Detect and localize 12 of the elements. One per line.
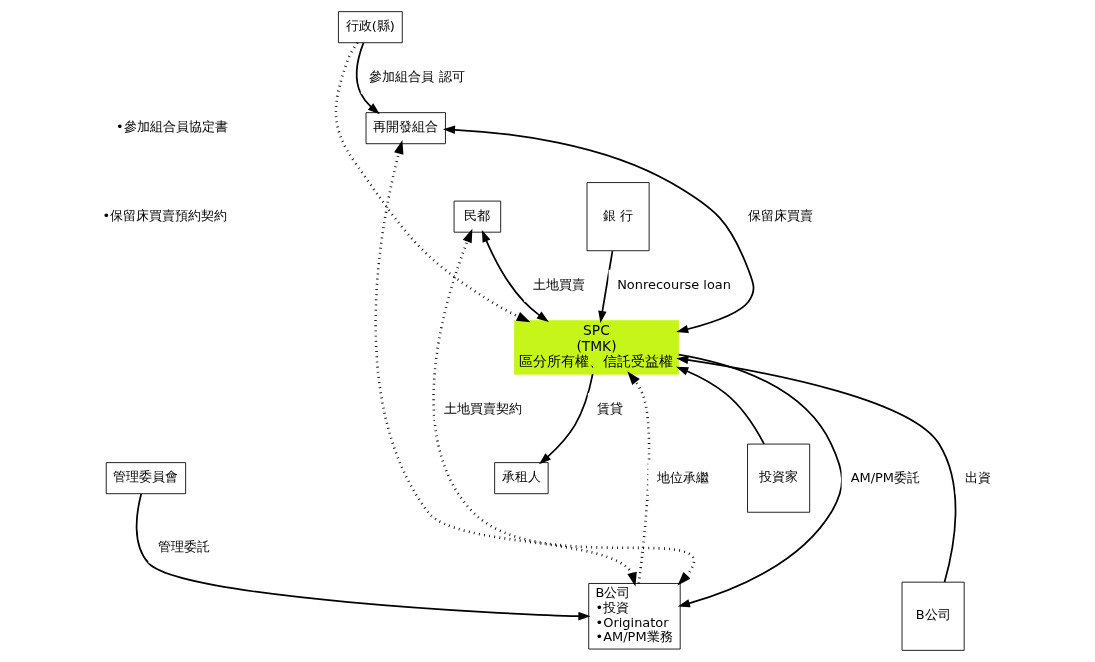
edge-label: 管理委託: [157, 538, 210, 554]
edge-label: 參加組合員 認可: [369, 69, 465, 85]
edge-label: 地位承繼: [657, 469, 710, 485]
edge-label: 土地買賣: [533, 277, 586, 293]
edge-label: AM/PM委託: [850, 469, 921, 485]
edge-label: 保留床買賣: [748, 208, 814, 224]
edge-label: 賃貸: [596, 400, 623, 416]
label: •參加組合員協定書: [116, 119, 228, 135]
edge-label: 土地買賣契約: [444, 400, 523, 416]
label: •保留床買賣預約契約: [102, 207, 228, 223]
edge-label: 出資: [964, 469, 991, 485]
edge-label: Nonrecourse loan: [617, 277, 731, 293]
